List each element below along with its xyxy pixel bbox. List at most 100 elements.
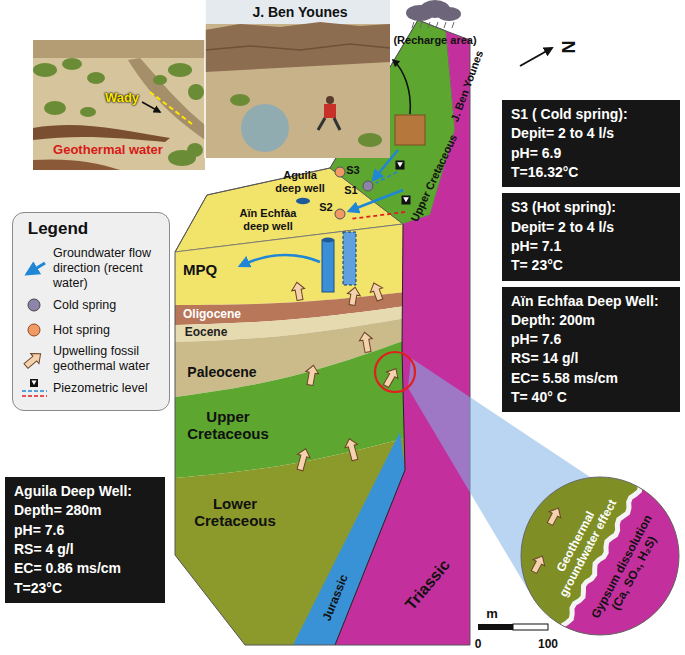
upwelling-arrow <box>343 437 361 462</box>
photo-divider <box>204 0 206 158</box>
upwelling-arrow <box>368 281 386 302</box>
box-value: T= 23°C <box>511 256 671 275</box>
photo-horizon <box>33 40 205 58</box>
photo-label: Wady <box>105 91 139 106</box>
person <box>318 118 340 130</box>
legend-symbol <box>19 348 49 370</box>
shrub <box>80 107 96 117</box>
inset-outline <box>521 477 679 635</box>
legend-row: Upwelling fossil geothermal water <box>19 344 163 374</box>
legend-symbol <box>28 324 40 336</box>
layer-label: MPQ <box>183 261 217 278</box>
shrub <box>230 94 250 106</box>
north-arrow <box>520 48 552 66</box>
piezometric-symbol <box>396 161 405 170</box>
layer-label: Eocene <box>185 326 228 340</box>
box-value: T=16.32°C <box>511 163 671 182</box>
person <box>326 96 334 104</box>
well-label: Aguila deep well <box>270 169 330 194</box>
inset-circle: Geothermal groundwater effectGypsum diss… <box>520 476 680 636</box>
upwelling-arrow <box>290 281 306 301</box>
layer-label: Paleocene <box>187 364 256 380</box>
shrub <box>168 63 192 77</box>
scale-unit: m <box>486 607 498 622</box>
upwelling-arrow <box>22 349 45 370</box>
box-value: EC= 0.86 ms/cm <box>14 559 156 578</box>
photo-sky <box>205 0 390 24</box>
area-label: (Recharge area) <box>393 34 476 47</box>
legend-row: Groundwater flow direction (recent water… <box>19 246 163 291</box>
shrub <box>44 101 66 115</box>
wadi-line <box>150 92 192 124</box>
legend-row: Piezometric level <box>19 377 163 399</box>
shrub <box>153 75 167 85</box>
data-box: S3 (Hot spring):Depit= 2 to 4 l/spH= 7.1… <box>502 193 680 280</box>
legend-symbol <box>22 390 47 392</box>
upwelling-arrow <box>528 553 548 575</box>
box-value: RS= 14 g/l <box>511 349 671 368</box>
box-value: pH= 7.1 <box>511 237 671 256</box>
box-value: pH= 7.6 <box>14 521 156 540</box>
spring-label: S1 <box>344 184 357 197</box>
piezometric-symbol <box>30 379 38 387</box>
box-heading: S3 (Hot spring): <box>511 198 671 217</box>
box-value: Depth= 280m <box>14 501 156 520</box>
box-value: Depit= 2 to 4 l/s <box>511 124 671 143</box>
upwelling-arrow <box>380 365 401 389</box>
recharge-zone <box>395 115 425 145</box>
scale-bar <box>478 624 513 630</box>
person <box>324 104 336 118</box>
well-casing <box>322 238 334 243</box>
geothermal-water <box>33 125 170 142</box>
box-heading: S1 ( Cold spring): <box>511 105 671 124</box>
piezometric-symbol <box>402 196 411 205</box>
legend-text: Hot spring <box>53 323 163 338</box>
hot-spring <box>335 209 345 219</box>
legend-symbol <box>22 395 47 397</box>
north-label: N <box>558 41 579 54</box>
box-value: EC= 5.58 ms/cm <box>511 369 671 388</box>
piezometric-symbol <box>397 162 403 167</box>
hot-spring <box>335 167 345 177</box>
box-value: Depth: 200m <box>511 311 671 330</box>
aguila-well <box>296 198 310 204</box>
upwelling-arrow <box>358 331 374 353</box>
photo-ground <box>33 40 205 170</box>
wadi-bed <box>128 58 205 140</box>
box-value: T= 40° C <box>511 388 671 407</box>
upwelling-arrow <box>544 505 564 527</box>
box-value: T=23°C <box>14 579 156 598</box>
legend-symbol <box>19 258 49 280</box>
mpq-layer <box>175 224 406 305</box>
spring-label: S3 <box>346 164 359 177</box>
shrub <box>358 133 382 147</box>
box-value: Depit= 2 to 4 l/s <box>511 218 671 237</box>
rain <box>428 22 430 28</box>
shrub <box>188 84 204 100</box>
photo-label: J. Ben Younes <box>252 4 347 20</box>
legend-row: Hot spring <box>19 319 163 341</box>
cold-spring <box>363 181 373 191</box>
legend-symbol <box>27 263 45 274</box>
legend-box: Groundwater flow direction (recent water… <box>12 212 170 411</box>
box-value: pH= 7.6 <box>511 330 671 349</box>
layer-label: Upper Cretaceous <box>178 408 278 443</box>
piezometric-symbol <box>31 381 36 385</box>
flow-arrow <box>240 255 320 266</box>
geothermal-water <box>33 159 120 170</box>
well-casing <box>322 240 334 292</box>
box-value: RS= 4 g/l <box>14 540 156 559</box>
rain <box>420 22 422 28</box>
cloud <box>437 7 461 21</box>
legend-symbol <box>19 377 49 399</box>
scale-value: 100 <box>538 638 558 652</box>
magnifier <box>241 104 289 152</box>
box-value: pH= 6.9 <box>511 144 671 163</box>
rain <box>452 22 454 28</box>
focus-circle <box>375 352 415 392</box>
mountain-ridge <box>205 44 390 50</box>
box-heading: Aguila Deep Well: <box>14 482 156 501</box>
rain <box>436 22 438 28</box>
data-box: S1 ( Cold spring):Depit= 2 to 4 l/spH= 6… <box>502 100 680 187</box>
photo-label: Geothermal water <box>53 143 163 158</box>
